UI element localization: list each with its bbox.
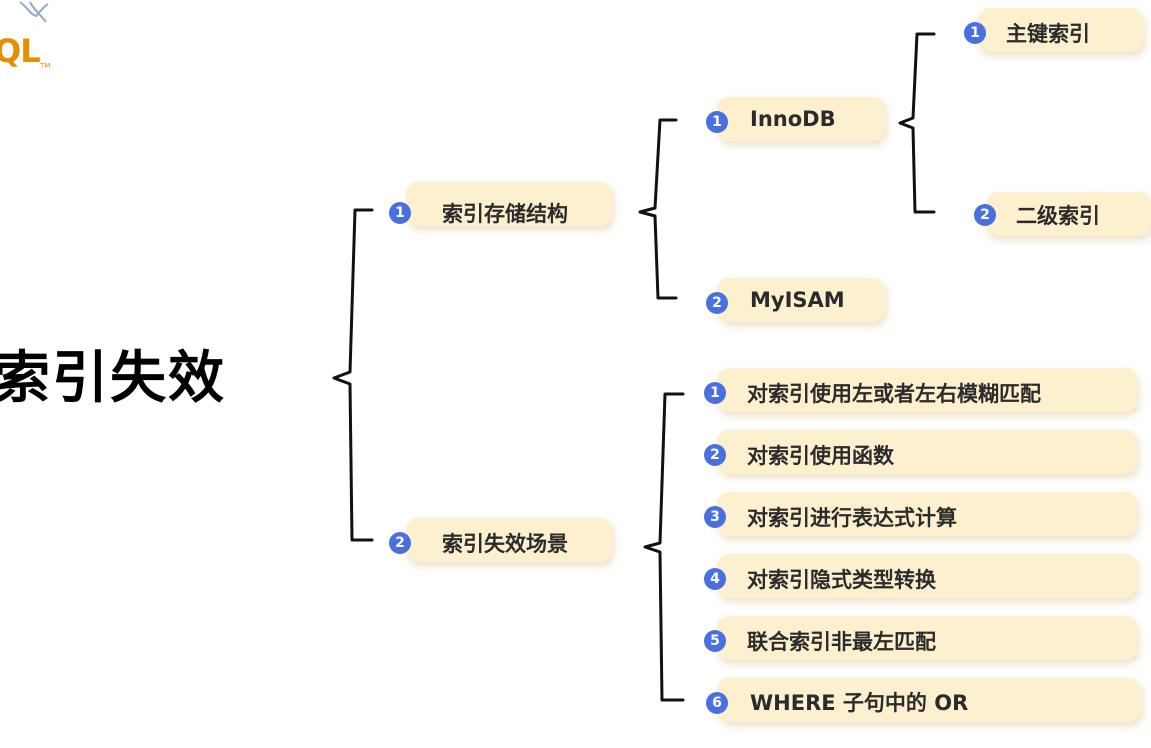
label-primary-index: 主键索引 [1006, 22, 1090, 46]
mysql-logo: QL TM [0, 0, 70, 80]
badge-2: 2 [389, 532, 411, 554]
label-myisam: MyISAM [750, 288, 845, 312]
innodb-bracket [898, 32, 936, 214]
badge-1: 1 [389, 202, 411, 224]
storage-bracket [638, 118, 678, 300]
node-scenario-4[interactable] [717, 554, 1137, 598]
badge-5: 5 [704, 630, 726, 652]
badge-2: 2 [706, 292, 728, 314]
node-scenario-2[interactable] [717, 430, 1137, 474]
label-secondary-index: 二级索引 [1016, 204, 1100, 228]
label-scenario-5: 联合索引非最左匹配 [747, 630, 936, 654]
dolphin-icon [19, 1, 49, 23]
badge-2: 2 [974, 204, 996, 226]
node-scenario-6[interactable] [717, 678, 1141, 722]
node-scenario-1[interactable] [717, 368, 1137, 412]
node-secondary-index[interactable] [986, 192, 1151, 236]
badge-1: 1 [964, 22, 986, 44]
badge-1: 1 [704, 382, 726, 404]
badge-6: 6 [706, 692, 728, 714]
node-primary-index[interactable] [978, 8, 1143, 52]
scenarios-bracket [643, 392, 685, 702]
node-storage-structure[interactable] [406, 182, 612, 226]
node-innodb[interactable] [717, 97, 885, 141]
root-bracket [332, 208, 374, 542]
badge-4: 4 [704, 568, 726, 590]
badge-1: 1 [706, 111, 728, 133]
logo-text: QL [0, 32, 41, 70]
node-myisam[interactable] [717, 278, 885, 322]
badge-3: 3 [704, 506, 726, 528]
label-scenario-3: 对索引进行表达式计算 [747, 506, 957, 530]
label-scenario-4: 对索引隐式类型转换 [747, 568, 936, 592]
logo-trademark: TM [40, 62, 51, 70]
label-failure-scenarios: 索引失效场景 [442, 532, 568, 556]
label-scenario-6: WHERE 子句中的 OR [750, 691, 969, 715]
label-scenario-2: 对索引使用函数 [747, 444, 894, 468]
label-scenario-1: 对索引使用左或者左右模糊匹配 [747, 382, 1041, 406]
badge-2: 2 [704, 444, 726, 466]
label-innodb: InnoDB [750, 107, 836, 131]
label-storage-structure: 索引存储结构 [442, 202, 568, 226]
node-scenario-5[interactable] [717, 616, 1137, 660]
root-title: 索引失效 [0, 346, 226, 411]
node-failure-scenarios[interactable] [406, 518, 612, 562]
node-scenario-3[interactable] [717, 492, 1137, 536]
